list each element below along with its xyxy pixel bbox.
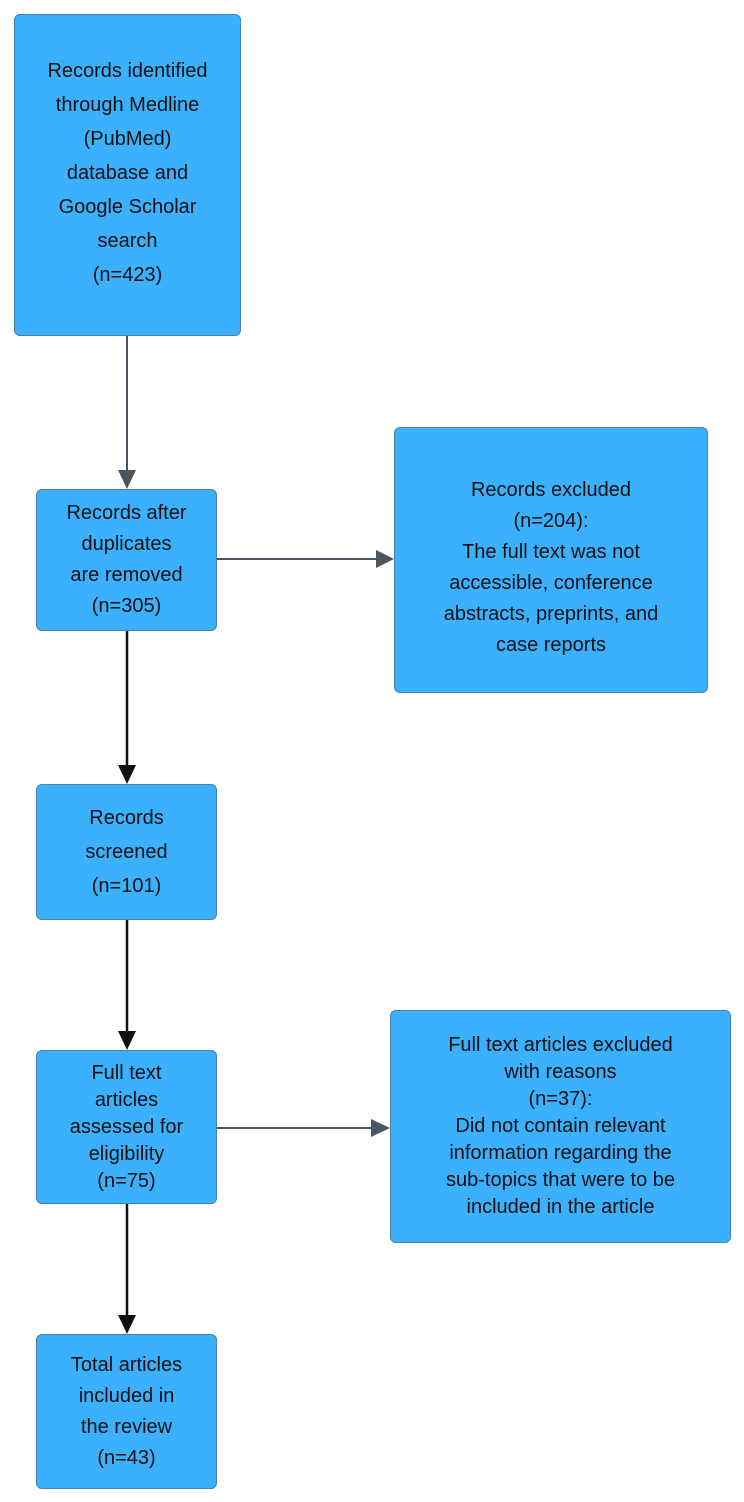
- arrow-screened-to-full-text: [118, 920, 136, 1050]
- arrow-identified-to-after-duplicates: [118, 336, 136, 489]
- box-text-line: database and: [66, 162, 189, 184]
- box-text-line: Did not contain relevant: [455, 1115, 666, 1137]
- box-text-line: through Medline: [55, 94, 200, 116]
- box-text-line: Full text articles excluded: [448, 1034, 673, 1056]
- box-text-line: included in the article: [466, 1196, 655, 1218]
- records-excluded-box: Records excluded (n=204): The full text …: [394, 427, 708, 693]
- arrow-full-text-to-full-text-excluded: [217, 1119, 390, 1137]
- box-count: (n=305): [91, 595, 162, 617]
- arrow-after-duplicates-to-screened: [118, 631, 136, 784]
- box-text-line: assessed for: [69, 1115, 184, 1138]
- box-text-line: abstracts, preprints, and: [443, 603, 659, 625]
- box-text-line: accessible, conference: [449, 572, 653, 594]
- box-count: (n=204):: [513, 510, 589, 532]
- records-screened-box: Records screened (n=101): [36, 784, 217, 920]
- box-text-line: duplicates: [81, 533, 172, 555]
- box-text-line: are removed: [70, 564, 183, 586]
- box-text-line: with reasons: [504, 1061, 617, 1083]
- box-text-line: Records identified: [47, 60, 208, 82]
- box-count: (n=43): [97, 1446, 156, 1469]
- box-text-line: sub-topics that were to be: [445, 1169, 675, 1191]
- records-after-duplicates-box: Records after duplicates are removed (n=…: [36, 489, 217, 631]
- box-text-line: information regarding the: [449, 1142, 672, 1164]
- arrow-full-text-to-included: [118, 1204, 136, 1334]
- box-count: (n=37):: [528, 1088, 593, 1110]
- box-text-line: screened: [85, 841, 168, 863]
- box-text-line: eligibility: [88, 1142, 165, 1165]
- box-text-line: Full text: [91, 1061, 162, 1084]
- box-text-line: the review: [80, 1415, 173, 1438]
- box-text-line: Total articles: [70, 1353, 183, 1376]
- box-text-line: The full text was not: [462, 541, 640, 563]
- box-text-line: Records after: [66, 502, 187, 524]
- box-text-line: search: [97, 230, 158, 252]
- box-text-line: (PubMed): [83, 128, 172, 150]
- arrow-after-duplicates-to-excluded: [217, 550, 394, 568]
- box-text-line: Google Scholar: [58, 196, 197, 218]
- total-included-box: Total articles included in the review (n…: [36, 1334, 217, 1489]
- full-text-assessed-box: Full text articles assessed for eligibil…: [36, 1050, 217, 1204]
- box-text-line: case reports: [495, 634, 607, 656]
- box-count: (n=423): [92, 264, 163, 286]
- box-text-line: articles: [94, 1088, 159, 1111]
- records-identified-box: Records identified through Medline (PubM…: [14, 14, 241, 336]
- box-text-line: Records excluded: [470, 479, 632, 501]
- box-count: (n=75): [97, 1169, 156, 1192]
- full-text-excluded-box: Full text articles excluded with reasons…: [390, 1010, 731, 1243]
- box-text-line: Records: [89, 807, 164, 829]
- box-count: (n=101): [91, 875, 162, 897]
- box-text-line: included in: [78, 1384, 175, 1407]
